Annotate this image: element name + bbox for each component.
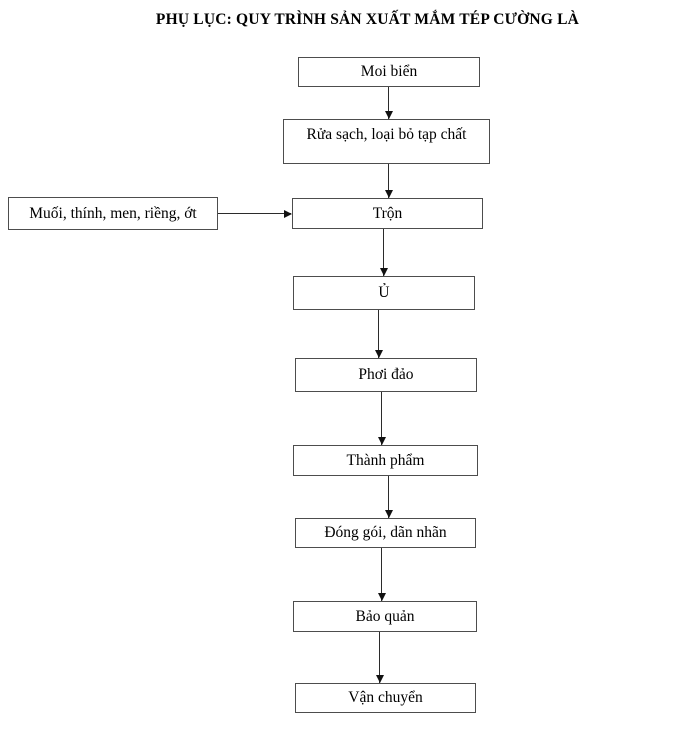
page-title: PHỤ LỤC: QUY TRÌNH SẢN XUẤT MẮM TÉP CƯỜN…: [155, 11, 580, 28]
node-nguyen-lieu-phu: Muối, thính, men, riềng, ớt: [8, 197, 218, 230]
arrow-bao-quan-to-van-chuyen: [376, 632, 384, 683]
arrow-moi-bien-to-rua-sach: [385, 87, 393, 119]
node-bao-quan: Bảo quản: [293, 601, 477, 632]
arrow-tron-to-u: [380, 229, 388, 276]
arrow-dong-goi-to-bao-quan: [378, 548, 386, 601]
node-dong-goi: Đóng gói, dãn nhãn: [295, 518, 476, 548]
arrow-u-to-phoi-dao: [375, 310, 383, 358]
arrow-phoi-dao-to-thanh-pham: [378, 392, 386, 445]
node-u: Ủ: [293, 276, 475, 310]
node-moi-bien: Moi biển: [298, 57, 480, 87]
node-van-chuyen: Vận chuyển: [295, 683, 476, 713]
node-phoi-dao: Phơi đảo: [295, 358, 477, 392]
node-tron: Trộn: [292, 198, 483, 229]
node-thanh-pham: Thành phẩm: [293, 445, 478, 476]
arrow-nguyen-lieu-phu-to-tron: [218, 210, 292, 218]
node-rua-sach: Rửa sạch, loại bỏ tạp chất: [283, 119, 490, 164]
arrow-thanh-pham-to-dong-goi: [385, 476, 393, 518]
arrow-rua-sach-to-tron: [385, 164, 393, 198]
